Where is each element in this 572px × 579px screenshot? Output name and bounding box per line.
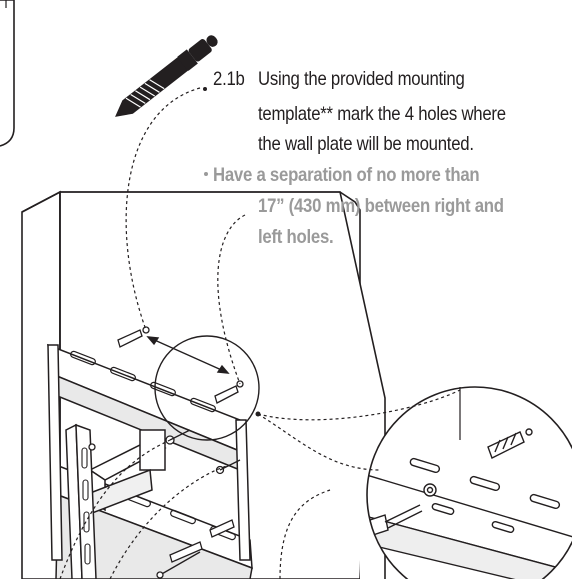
note-line1: Have a separation of no more than [213, 164, 480, 186]
side-panel-edge [0, 0, 15, 147]
wall-anchor-top-left [117, 326, 150, 348]
tv-bracket-rail [65, 423, 97, 579]
detail-callout-circle [154, 335, 260, 441]
swing-arm [84, 429, 167, 517]
pencil-icon [115, 35, 218, 117]
screws [88, 429, 241, 475]
dashed-connectors [59, 87, 461, 579]
step-instruction-line3: the wall plate will be mounted. [258, 133, 474, 155]
wall-anchor-bottom [169, 519, 235, 563]
magnified-detail [366, 386, 572, 579]
step-instruction-line2: template** mark the 4 holes where [258, 103, 506, 125]
separation-arrow [146, 336, 230, 374]
step-number: 2.1b [213, 68, 245, 90]
note-line3: left holes. [258, 226, 334, 248]
step-instruction-line1: Using the provided mounting [258, 68, 465, 90]
note-line2: 17” (430 mm) between right and [258, 195, 504, 217]
wall-anchor-top-right [214, 380, 244, 404]
